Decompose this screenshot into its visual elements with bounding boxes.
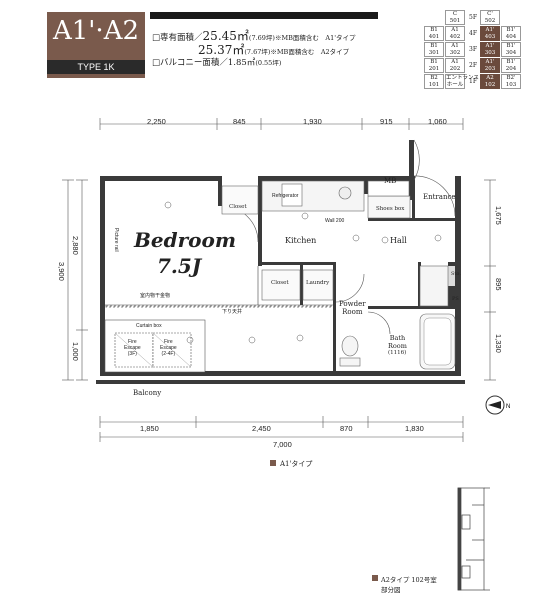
dim-top-1: 2,250: [147, 117, 166, 126]
floor-key-floor-label: 5F: [469, 14, 477, 21]
entrance-label: Entrance: [423, 193, 456, 201]
bedroom-partition: [105, 266, 333, 306]
floor-key-cell: B1' 304: [501, 42, 521, 57]
bedroom-title: Bedroom: [134, 228, 236, 252]
legend-a1-swatch: [270, 460, 276, 466]
refrigerator-label: Refrigerator: [272, 193, 299, 199]
dim-left-outer: 3,900: [57, 262, 66, 281]
dim-bottom-1: 1,850: [140, 424, 159, 433]
floor-key-cell: B1 301: [424, 42, 444, 57]
floor-key-cell: A1 402: [445, 26, 465, 41]
floor-key-cell: B2 101: [424, 74, 444, 89]
dim-right-1: 1,675: [494, 206, 503, 225]
svg-text:N: N: [506, 404, 510, 410]
fire-escape-1-label: Fire Escape (3F): [124, 339, 141, 357]
dim-top-4: 915: [380, 117, 393, 126]
dim-bottom-4: 1,830: [405, 424, 424, 433]
dim-bottom-3: 870: [340, 424, 353, 433]
type-label: TYPE 1K: [47, 60, 145, 74]
floor-key-cell: B1 201: [424, 58, 444, 73]
unit-name: A1'·A2: [52, 16, 140, 46]
left-dimension-line: [62, 179, 88, 381]
shoes-box-label: Shoes box: [376, 206, 405, 212]
header-rule: [150, 12, 378, 19]
closet-top-label: Closet: [229, 204, 247, 210]
dim-bottom-total: 7,000: [273, 440, 292, 449]
floor-key-cell: C' 502: [480, 10, 500, 25]
floor-key-floor-label: 2F: [469, 62, 477, 69]
ps-label: PS: [452, 296, 459, 302]
right-dimension-line: [484, 179, 496, 381]
dim-top-2: 845: [233, 117, 246, 126]
closet-small: [261, 269, 301, 301]
bath-size-label: (1116): [388, 350, 407, 356]
curtain-box-label: Curtain box: [136, 323, 162, 329]
floor-key-cell: エントランス ホール: [445, 74, 479, 89]
dropped-ceiling-line: [105, 305, 333, 308]
dim-top-5: 1,060: [428, 117, 447, 126]
closet-top: [221, 185, 259, 215]
dim-right-2: 895: [494, 278, 503, 291]
floor-key-cell: A1 202: [445, 58, 465, 73]
laundry-label: Laundry: [306, 280, 330, 286]
spec-balcony: □バルコニー面積／1.85㎡(0.55坪): [152, 58, 282, 68]
picture-rail-label: Picture rail: [113, 228, 119, 252]
balcony-wall: [96, 380, 465, 384]
floor-key-cell: A2 102: [480, 74, 500, 89]
dim-top-3: 1,930: [303, 117, 322, 126]
dim-right-3: 1,330: [494, 334, 503, 353]
mb-box: [367, 180, 410, 197]
legend-a2-label: A2タイプ 102号室 部分図: [381, 576, 437, 594]
dim-left-inner: 2,880: [71, 236, 80, 255]
ceiling-lights: [164, 201, 442, 344]
floor-key-cell: A1' 203: [480, 58, 500, 73]
kitchen-label: Kitchen: [285, 236, 317, 245]
fire-escape-2-label: Fire Escape (2-4F): [160, 339, 177, 357]
closet-small-label: Closet: [271, 280, 289, 286]
hall-label: Hall: [390, 236, 407, 245]
balcony-label: Balcony: [133, 389, 162, 397]
floor-key-cell: C 501: [445, 10, 465, 25]
floor-key-cell: A1' 403: [480, 26, 500, 41]
legend-a2-swatch: [372, 575, 378, 581]
sto-label: Sto.: [451, 271, 461, 277]
sto-box: [448, 266, 455, 286]
mini-plan: [457, 487, 490, 591]
refrigerator: [281, 183, 303, 207]
top-dimension-line: [99, 118, 464, 130]
legend-a1-label: A1'タイプ: [280, 460, 313, 468]
floor-key-floor-label: 1F: [469, 78, 477, 85]
wall-label: Wall 200: [325, 218, 345, 224]
bedroom-size: 7.5J: [157, 254, 202, 278]
dim-left-low: 1,000: [71, 342, 80, 361]
dropped-ceiling-label: 下り天井: [222, 309, 243, 315]
floor-key-cell: A1 302: [445, 42, 465, 57]
spec-a1: □専有面積／25.45㎡(7.69坪)※MB面積含む A1'タイプ: [152, 29, 356, 43]
bath-room-label: Bath Room: [388, 334, 407, 350]
dim-bottom-2: 2,450: [252, 424, 271, 433]
powder-room-label: Powder Room: [339, 300, 366, 316]
floor-key-floor-label: 4F: [469, 30, 477, 37]
bottom-dimension-line: [99, 416, 464, 442]
spec-a2: 25.37㎡(7.67坪)※MB面積含む A2タイプ: [198, 43, 350, 57]
laundry-box: [302, 269, 334, 301]
compass-icon: N: [485, 395, 510, 415]
washbasin: [419, 265, 449, 307]
walls: [100, 140, 461, 376]
floor-key-cell: B1 401: [424, 26, 444, 41]
toilet-icon: [341, 335, 359, 357]
sink-icon: [338, 186, 352, 200]
floor-key-cell: B1' 204: [501, 58, 521, 73]
floor-key-floor-label: 3F: [469, 46, 477, 53]
indoor-hanger-label: 室内物干金物: [140, 293, 171, 299]
floor-key-cell: B2' 103: [501, 74, 521, 89]
floor-key-cell: B1' 404: [501, 26, 521, 41]
mb-label: MB: [384, 177, 397, 185]
floor-key-cell: A1' 303: [480, 42, 500, 57]
